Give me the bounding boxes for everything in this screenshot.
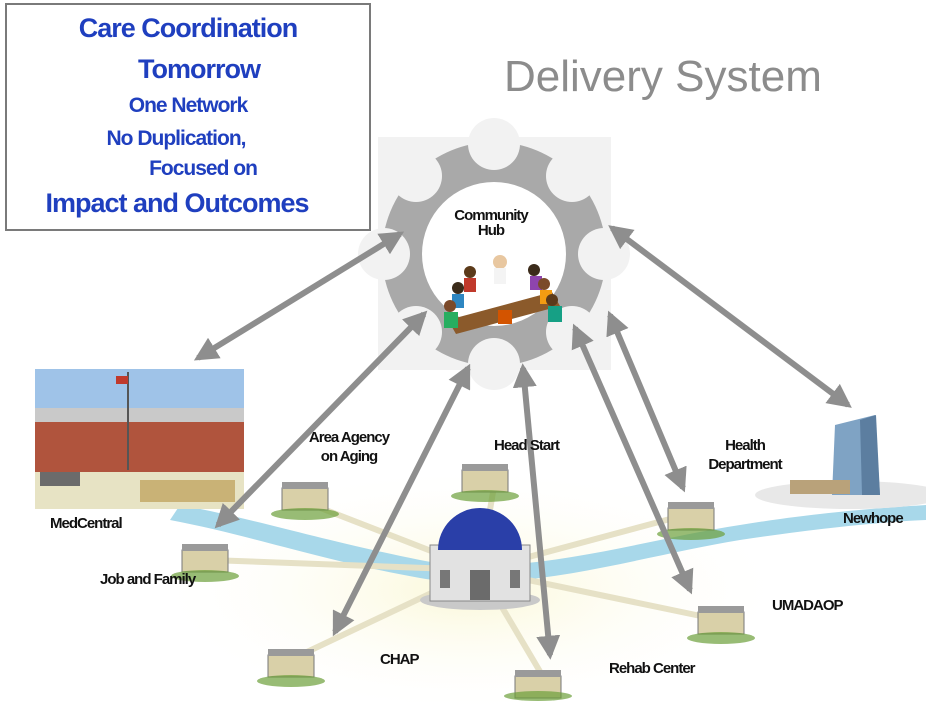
arrow-to-newhope [608,225,852,408]
building-chap [257,649,325,687]
building-umadaop [687,606,755,644]
medcentral-hospital-image [35,369,244,509]
callout-line-5: Focused on [149,157,258,180]
hub-label-line-1: Community [454,207,529,224]
label-rehab-center: Rehab Center [609,660,696,677]
arrow-to-chap [332,363,471,637]
newhope-building-image [755,415,926,509]
callout-line-3: One Network [128,94,249,117]
label-health-department: Health Department [690,436,800,474]
building-job-family [171,544,239,582]
arrow-to-rehab [512,363,561,660]
label-newhope: Newhope [843,510,904,527]
callout-line-2: Tomorrow [138,54,261,84]
callout-line-6: Impact and Outcomes [45,188,309,218]
label-medcentral: MedCentral [50,515,123,532]
label-umadaop: UMADAOP [772,597,843,614]
label-area-agency: Area Agency on Aging [294,428,404,466]
label-area-agency-line-2: on Aging [320,448,378,465]
callout-line-1: Care Coordination [78,13,299,43]
label-head-start: Head Start [494,437,560,454]
label-area-agency-line-1: Area Agency [308,429,390,446]
care-coordination-callout: Care Coordination Tomorrow One Network N… [5,3,371,231]
label-job-family: Job and Family [100,571,196,588]
connection-arrows [193,225,852,660]
arrow-to-medcentral [193,231,405,361]
hub-label-line-2: Hub [477,222,505,239]
slide-title: Delivery System [504,52,822,101]
community-hub-gear [358,118,630,390]
arrow-to-job-family [214,310,428,529]
label-chap: CHAP [380,651,420,668]
label-health-line-2: Department [708,456,782,473]
label-health-line-1: Health [725,437,766,454]
hub-label: Community Hub [441,206,541,240]
building-rehab-center [504,670,572,701]
arrow-to-health-department [606,310,687,493]
callout-line-4: No Duplication, [106,127,247,150]
meeting-table-illustration [444,255,562,334]
